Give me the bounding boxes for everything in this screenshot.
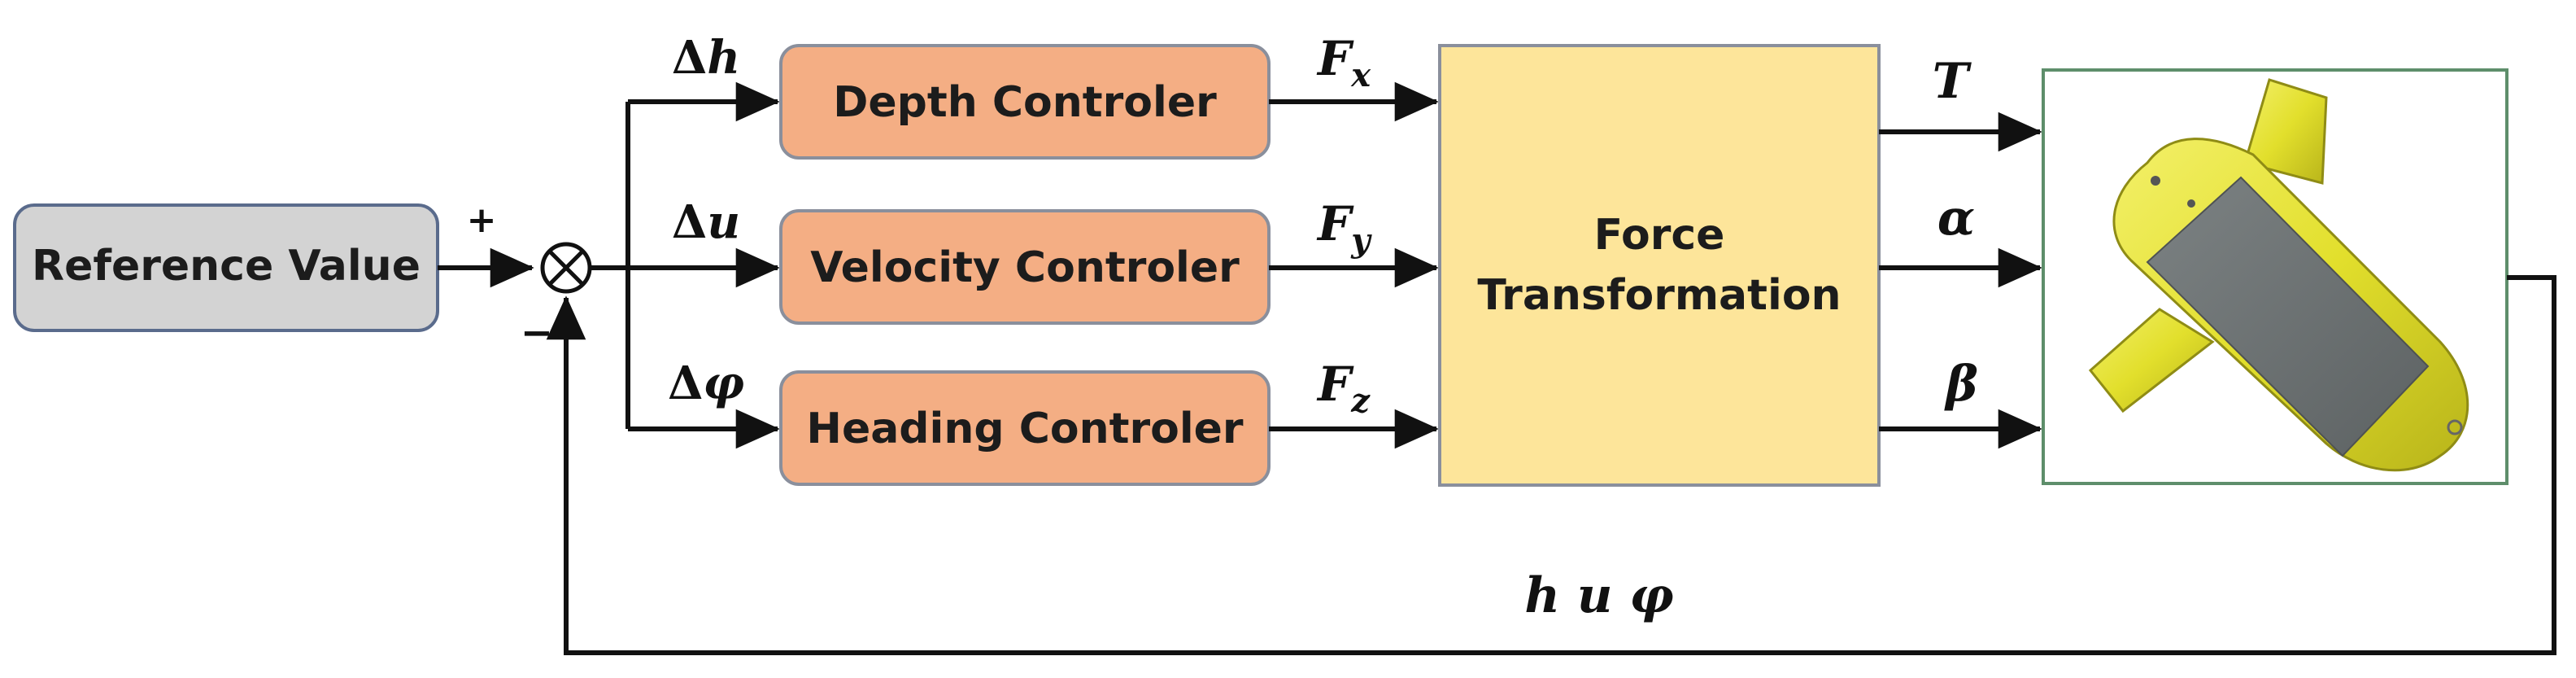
force-transformation-block: Force Transformation bbox=[1438, 44, 1881, 487]
alpha-label: α bbox=[1937, 190, 1975, 247]
velocity-controller-block: Velocity Controler bbox=[779, 209, 1271, 325]
depth-controller-label: Depth Controler bbox=[833, 78, 1217, 127]
heading-controller-label: Heading Controler bbox=[806, 405, 1243, 453]
thrust-label: T bbox=[1933, 53, 1972, 110]
circle-times-icon bbox=[540, 242, 592, 294]
fz-label: Fz bbox=[1316, 356, 1371, 420]
underwater-glider-image bbox=[2088, 78, 2469, 472]
reference-value-label: Reference Value bbox=[32, 242, 421, 291]
plus-sign: + bbox=[467, 199, 497, 241]
minus-sign: − bbox=[521, 310, 553, 356]
feedback-wire bbox=[546, 275, 2556, 655]
delta-h-label: Δh bbox=[672, 31, 740, 85]
force-transformation-label-line1: Force bbox=[1594, 211, 1725, 260]
fy-label: Fy bbox=[1316, 196, 1372, 260]
delta-u-label: Δu bbox=[672, 195, 740, 249]
feedback-label: h u φ bbox=[1524, 567, 1673, 624]
heading-controller-block: Heading Controler bbox=[779, 370, 1271, 486]
force-transformation-box bbox=[1438, 44, 1881, 487]
force-transformation-label-line2: Transformation bbox=[1477, 271, 1841, 320]
reference-value-block: Reference Value bbox=[13, 203, 439, 332]
delta-phi-label: Δφ bbox=[668, 356, 744, 410]
beta-label: β bbox=[1944, 356, 1978, 413]
plant-block bbox=[2042, 68, 2508, 485]
depth-controller-block: Depth Controler bbox=[779, 44, 1271, 160]
velocity-controller-label: Velocity Controler bbox=[810, 243, 1240, 292]
fx-label: Fx bbox=[1316, 31, 1371, 94]
